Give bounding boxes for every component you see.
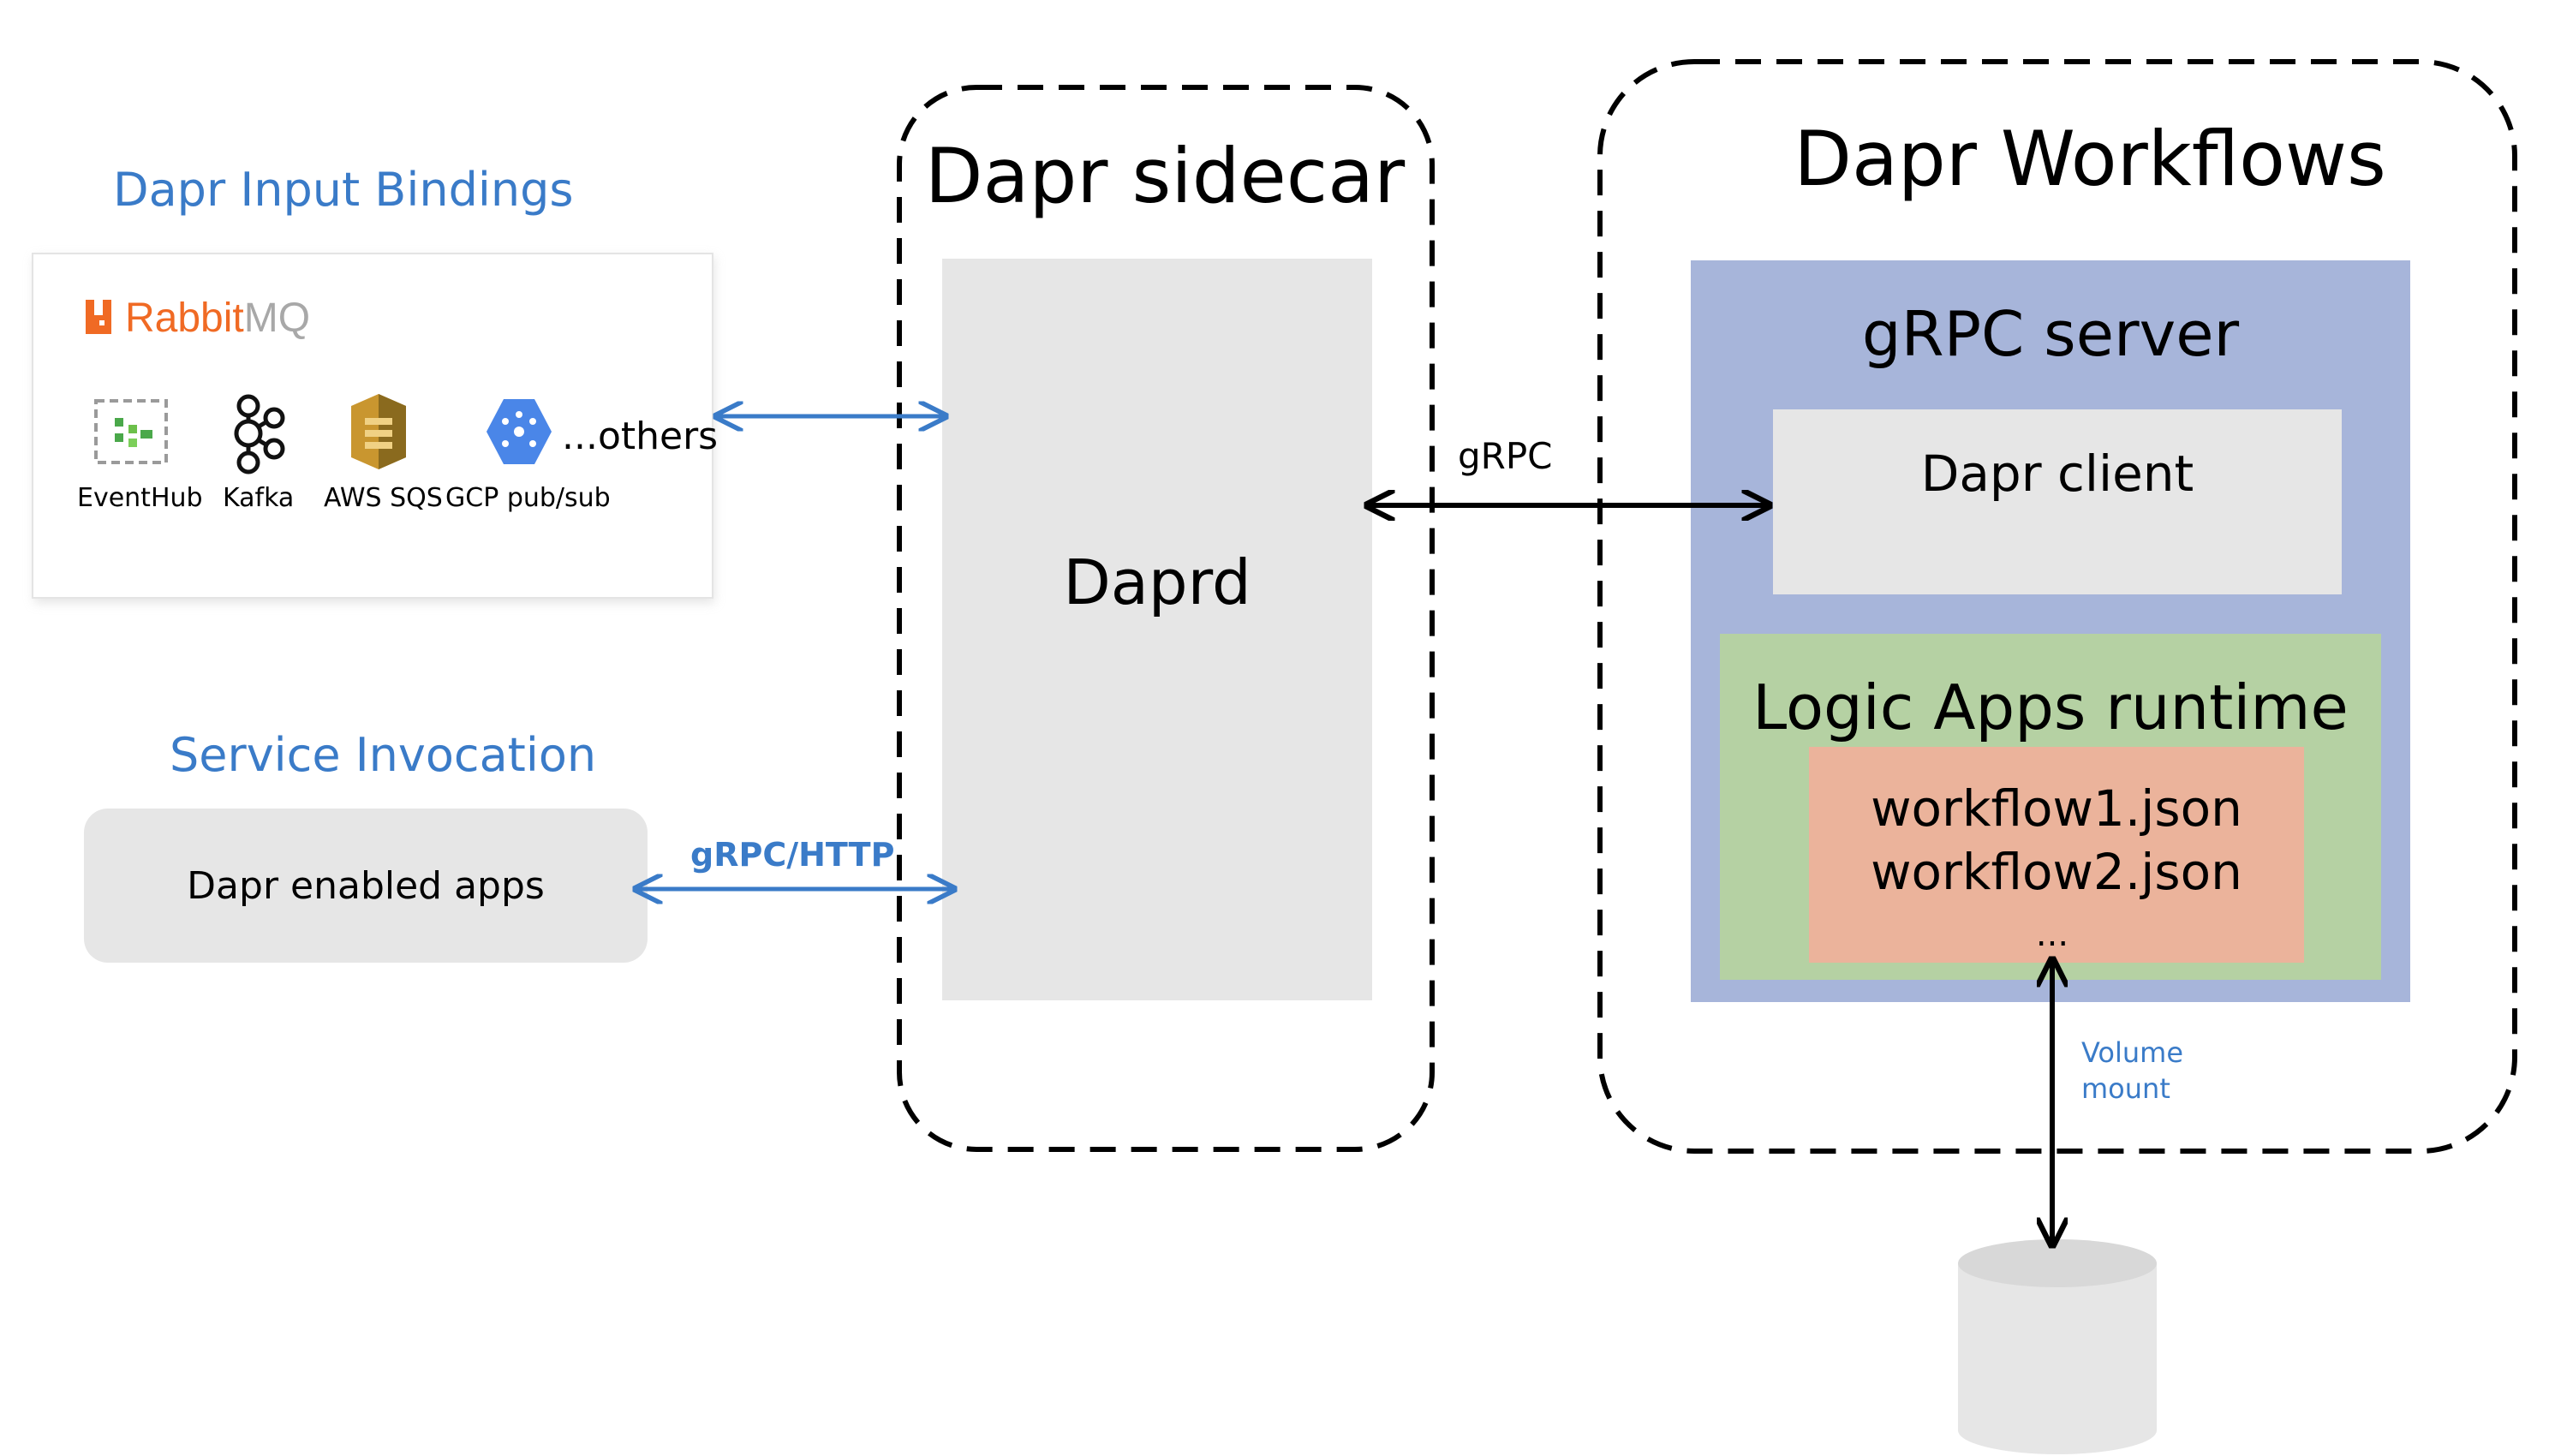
aws-sqs-icon: [351, 394, 406, 469]
workflow-file-1: workflow1.json: [1871, 779, 2242, 838]
sidecar-title: Dapr sidecar: [924, 131, 1406, 220]
service-label-kafka: Kafka: [223, 483, 295, 513]
eventhub-icon: [94, 399, 168, 464]
sidecar-boundary: [897, 85, 1435, 1152]
service-label-gcp-pubsub: GCP pub/sub: [445, 483, 611, 513]
workflow-files-ellipsis: ...: [2035, 915, 2069, 954]
workflow-file-2: workflow2.json: [1871, 843, 2242, 901]
storage-cylinder-icon: [1958, 1239, 2157, 1454]
service-label-eventhub: EventHub: [77, 483, 203, 513]
service-invocation-title: Service Invocation: [170, 728, 597, 782]
rabbitmq-logo-prefix: Rabbit: [125, 295, 244, 341]
dapr-apps-label: Dapr enabled apps: [187, 863, 545, 908]
grpc-link-label: gRPC: [1458, 435, 1553, 477]
invocation-protocol-label: gRPC/HTTP: [690, 836, 895, 874]
gcp-pubsub-icon: [487, 399, 552, 464]
rabbitmq-icon: [86, 300, 111, 334]
workflow-files-box: [1809, 747, 2304, 963]
kafka-icon: [234, 394, 285, 474]
rabbitmq-logo-text: RabbitMQ: [125, 295, 310, 342]
dapr-client-box: [1773, 409, 2342, 594]
others-label: ...others: [562, 415, 719, 458]
volume-mount-label-line2: mount: [2081, 1072, 2170, 1105]
daprd-label: Daprd: [1063, 546, 1251, 618]
service-label-aws-sqs: AWS SQS: [324, 483, 443, 513]
input-bindings-title: Dapr Input Bindings: [113, 163, 574, 217]
dapr-apps-box: [84, 809, 648, 963]
runtime-label: Logic Apps runtime: [1752, 671, 2349, 743]
volume-mount-label-line1: Volume: [2081, 1036, 2184, 1069]
daprd-box: [942, 259, 1372, 1000]
rabbitmq-logo-suffix: MQ: [243, 295, 311, 341]
grpc-server-label: gRPC server: [1861, 298, 2240, 370]
workflows-title: Dapr Workflows: [1794, 114, 2386, 203]
dapr-client-label: Dapr client: [1920, 445, 2194, 503]
